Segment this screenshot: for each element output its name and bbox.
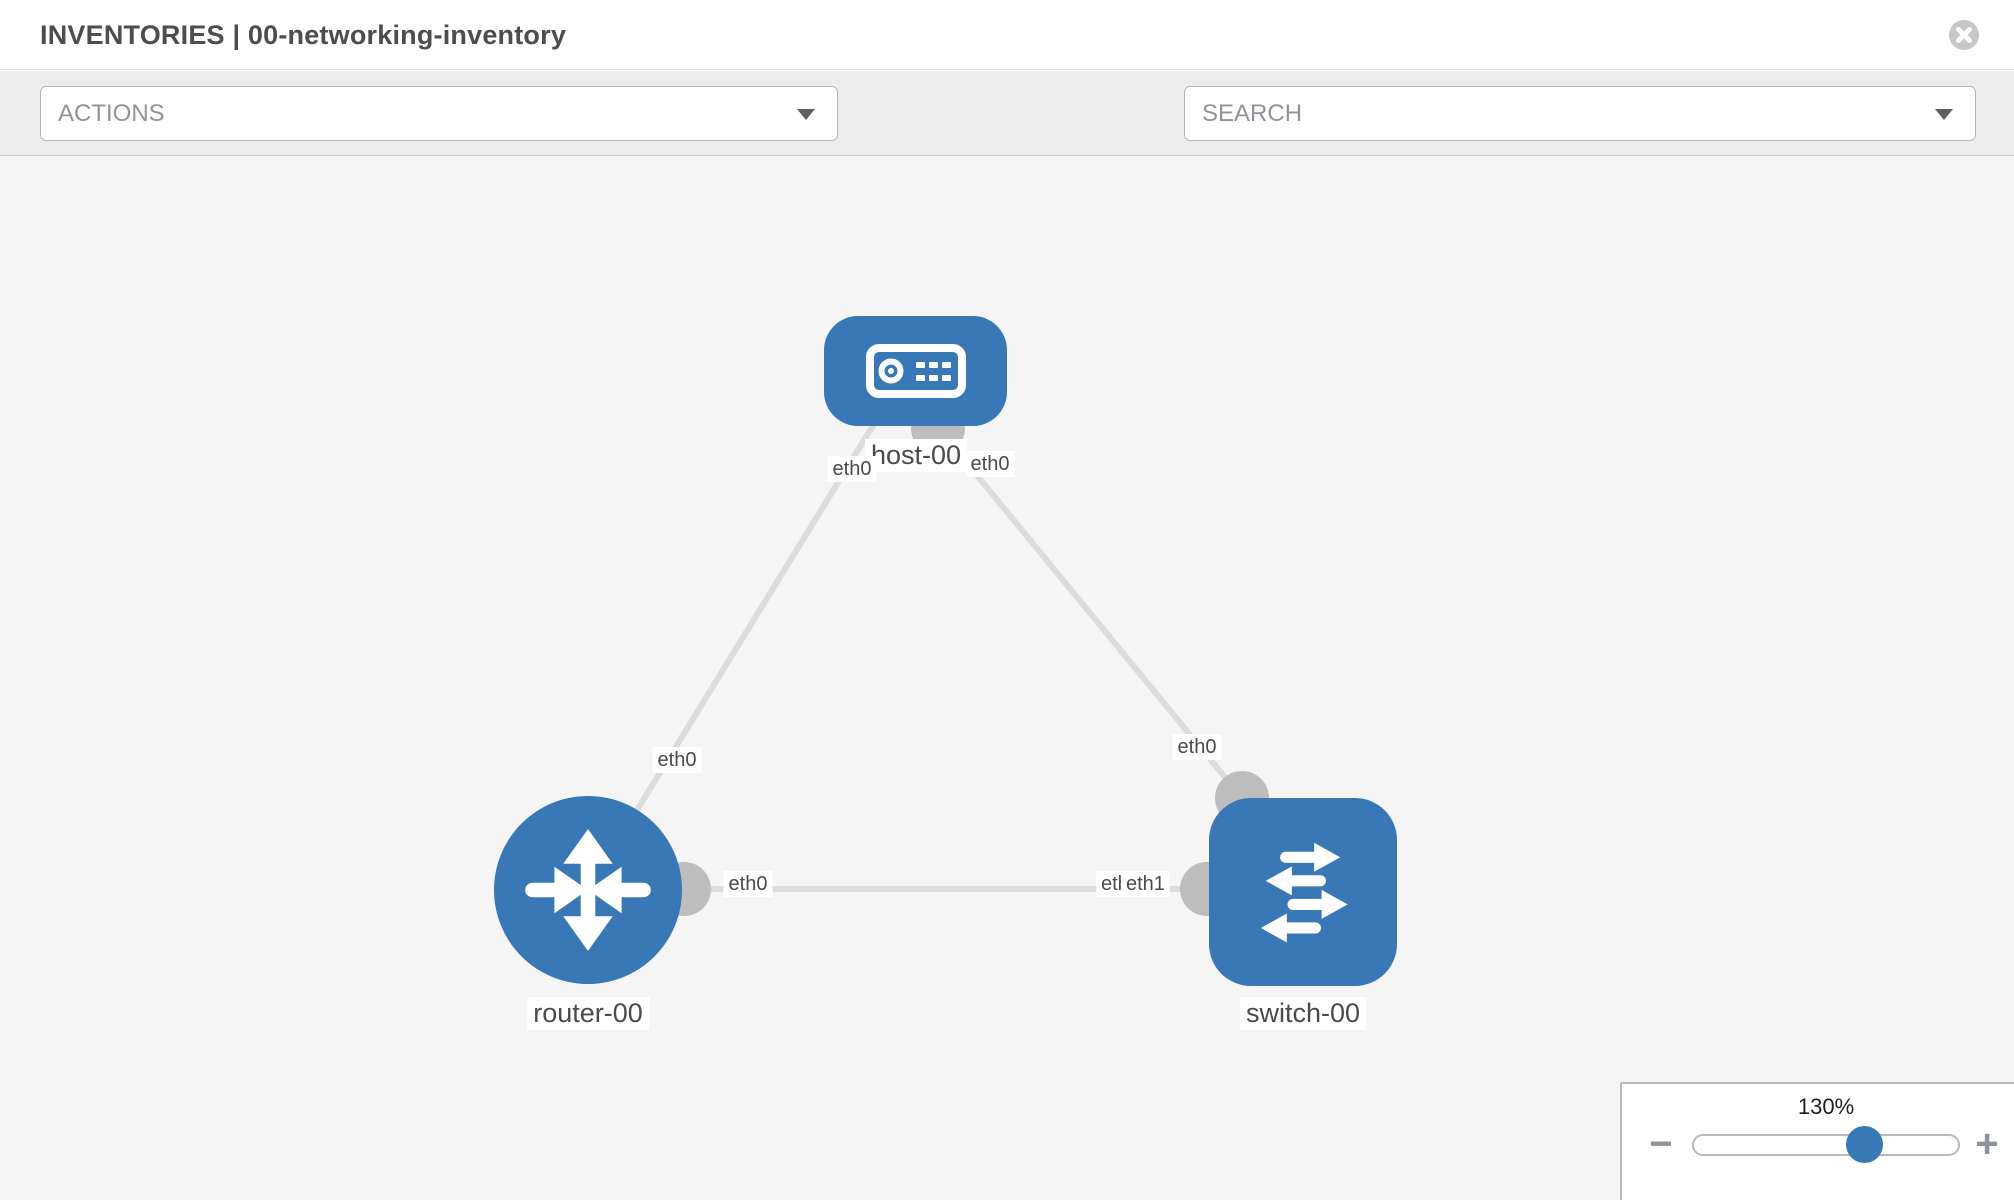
search-placeholder: SEARCH [1202,100,1303,127]
iface-label-host-eth0-left: eth0 [827,456,877,482]
node-label-switch: switch-00 [1239,997,1367,1030]
node-label-host: host-00 [864,439,968,472]
topology-canvas[interactable]: host-00 router-00 switch-00 eth0 eth0 et… [0,156,2014,1200]
zoom-in-button[interactable]: + [1975,1122,1999,1166]
iface-label-host-eth0-right: eth0 [965,451,1015,477]
node-router[interactable] [494,796,682,984]
chevron-down-icon [1935,109,1953,120]
iface-label-switch-eth1: eth1 [1121,871,1170,897]
zoom-level-value: 130% [1797,1094,1855,1119]
page-title: INVENTORIES | 00-networking-inventory [40,20,567,50]
node-switch[interactable] [1209,798,1397,986]
chevron-down-icon [797,109,815,120]
router-icon [525,829,651,951]
actions-dropdown-label: ACTIONS [58,100,165,127]
iface-label-router-eth0-up: eth0 [652,747,702,773]
zoom-slider[interactable] [1692,1126,1960,1163]
zoom-out-button[interactable]: − [1649,1122,1673,1166]
iface-label-switch-eth0: eth0 [1172,734,1222,760]
zoom-slider-thumb[interactable] [1846,1126,1883,1163]
node-host[interactable] [824,316,1007,426]
links-layer [585,401,1269,916]
close-button[interactable] [1948,19,1980,51]
iface-label-router-eth0-mid: eth0 [723,871,773,897]
actions-dropdown[interactable]: ACTIONS [40,86,838,141]
switch-icon [1260,842,1348,943]
header: INVENTORIES | 00-networking-inventory [0,0,2014,70]
search-dropdown[interactable]: SEARCH [1184,86,1976,141]
zoom-panel: 130% − + [1620,1082,2014,1200]
host-icon [865,344,966,398]
node-label-router: router-00 [527,997,649,1030]
close-icon [1949,20,1979,50]
toolbar: ACTIONS SEARCH [0,71,2014,205]
